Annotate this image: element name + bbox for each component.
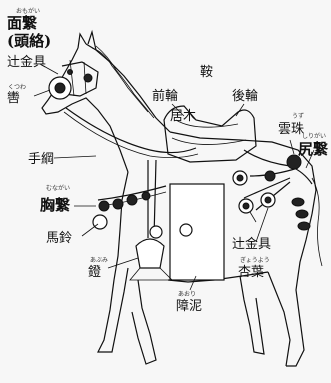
tsujikanagu-head-label: 辻金具 [7,54,46,70]
shirigai-label: 尻繋 [298,140,329,158]
abumi-label: 鐙 [88,265,101,280]
abumi-ruby: あぶみ [90,257,108,264]
labels: おもがい 面繋 (頭絡) 辻金具 くつわ 轡 手綱 むながい 胸繋 馬鈴 あぶみ… [7,7,329,314]
tazuna-label: 手綱 [28,152,54,167]
kutsuwa-ruby: くつわ [8,84,26,91]
bareí-label: 馬鈴 [46,231,72,246]
omogai-sub-label: (頭絡) [7,32,51,50]
uzu-label: 雲珠 [278,122,304,137]
gyoyo-label: 杏葉 [238,265,264,280]
munagai-ruby: むながい [46,184,70,192]
aori-label: 障泥 [176,299,202,314]
aori-ruby: あおり [178,291,196,298]
gyoyo-ruby: ぎょうよう [240,256,270,264]
tsujikanagu-body-label: 辻金具 [232,236,271,252]
munagai-label: 胸繋 [40,196,71,214]
kura-label: 鞍 [200,64,213,80]
kutsuwa-label: 轡 [7,91,20,106]
crupper [233,150,312,230]
omogai-label: 面繋 [7,14,38,32]
shirigai-ruby: しりがい [302,132,326,140]
shizuwa-label: 後輪 [232,88,258,104]
maewa-label: 前輪 [152,88,178,104]
uzu-ruby: うず [292,112,304,120]
igi-label: 居木 [170,109,196,124]
